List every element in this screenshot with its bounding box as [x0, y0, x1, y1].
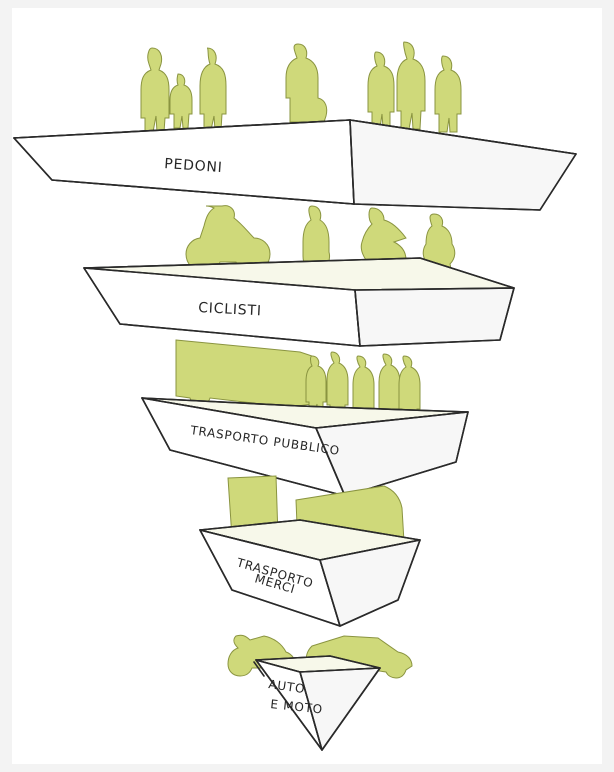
label-pointer-line — [253, 661, 265, 677]
level-label-pedoni: PEDONI — [164, 156, 223, 176]
level-label-ciclisti: CICLISTI — [198, 300, 262, 319]
level-auto-moto: AUTO E MOTO — [227, 634, 413, 751]
level-label-auto-moto-line2: E MOTO — [270, 697, 324, 716]
cyclists-icon — [185, 205, 456, 281]
level-trasporto-pubblico: TRASPORTO PUBBLICO — [141, 339, 469, 497]
level-label-auto-moto-line1: AUTO — [268, 677, 307, 696]
level-trasporto-merci: TRASPORTO MERCI — [199, 475, 421, 627]
public-transport-icon — [175, 339, 421, 426]
level-pedoni: PEDONI — [13, 41, 577, 211]
level-ciclisti: CICLISTI — [83, 205, 515, 347]
pedestrians-icon — [140, 41, 462, 133]
